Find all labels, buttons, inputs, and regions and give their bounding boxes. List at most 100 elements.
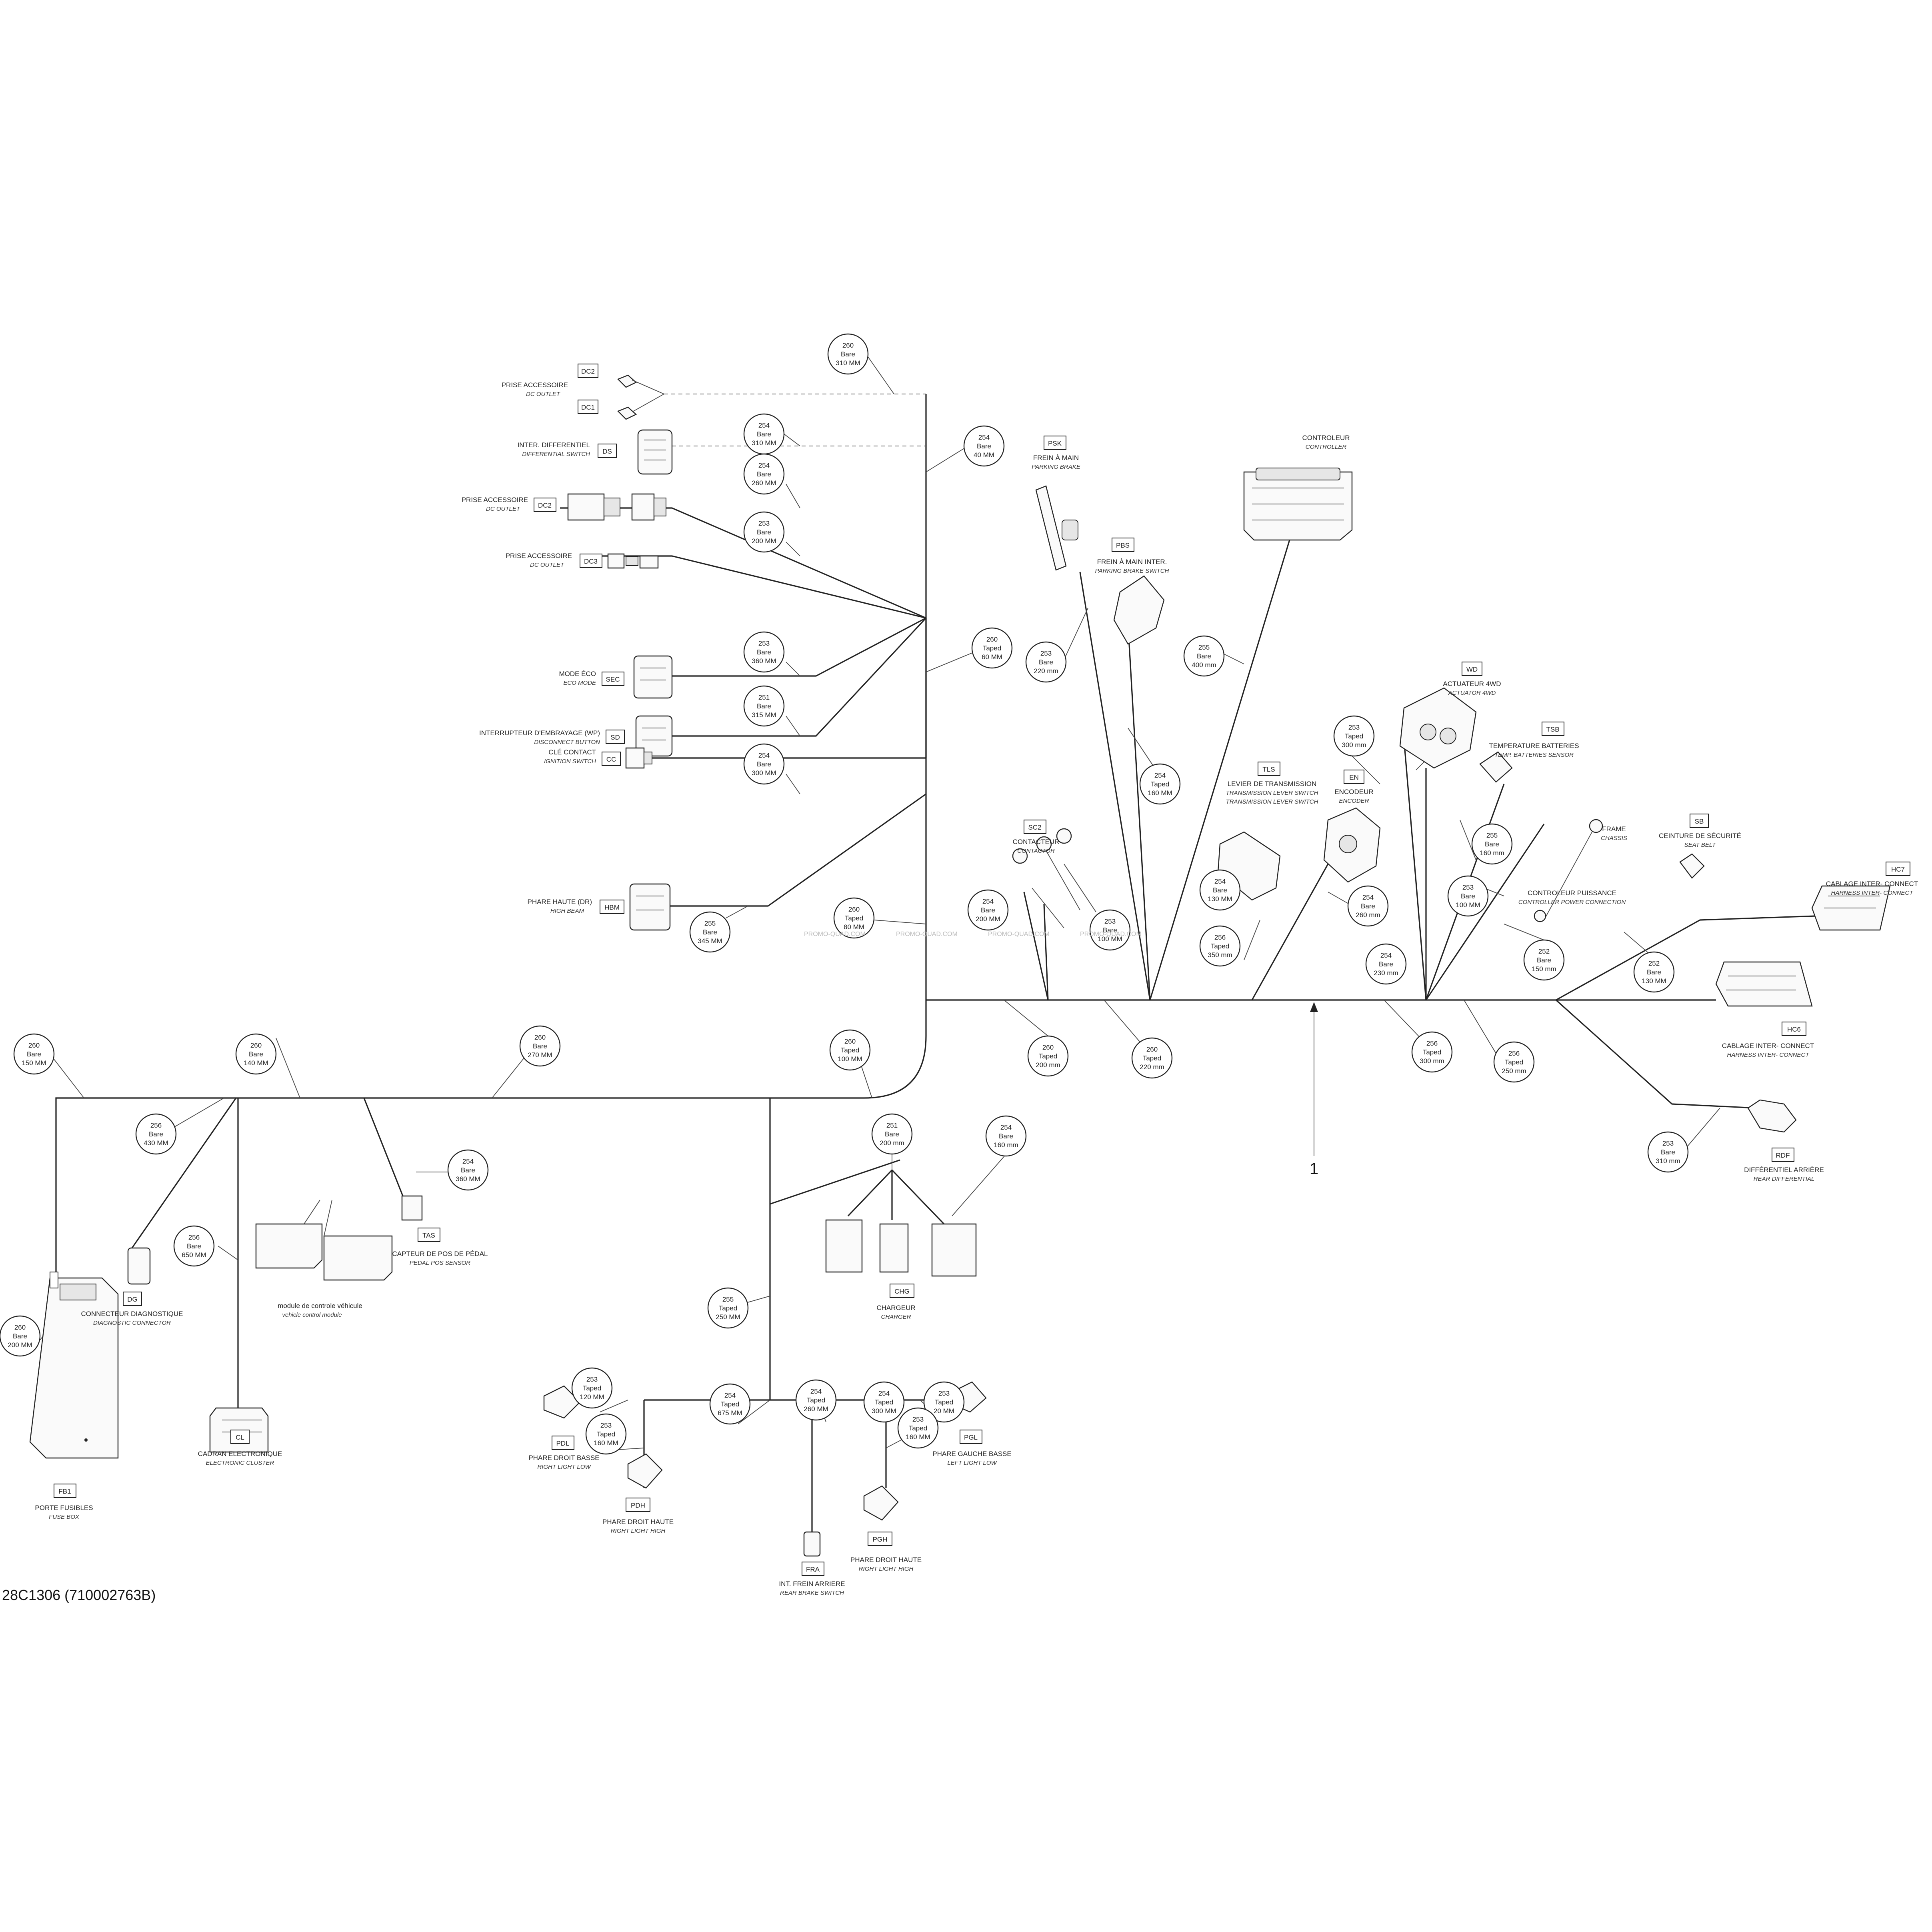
connector-code: SEC	[606, 676, 620, 683]
svg-text:Bare: Bare	[981, 906, 995, 914]
connector-label-fr: FREIN À MAIN INTER.	[1097, 558, 1167, 566]
svg-text:130 MM: 130 MM	[1642, 977, 1666, 985]
svg-text:220 mm: 220 mm	[1034, 667, 1058, 675]
svg-text:300 MM: 300 MM	[752, 769, 776, 777]
connector-code: DC2	[581, 368, 595, 375]
contactor-terminal-icon	[1056, 828, 1072, 844]
connector-code: DC1	[581, 404, 595, 411]
svg-text:254: 254	[1214, 878, 1226, 885]
callout-leaders	[36, 354, 1720, 1450]
controller-power-ring-icon	[1534, 910, 1546, 922]
svg-text:252: 252	[1648, 960, 1660, 967]
connector-code: TAS	[422, 1232, 435, 1239]
svg-text:260: 260	[986, 636, 998, 643]
svg-text:Bare: Bare	[27, 1050, 41, 1058]
connector-code: TSB	[1546, 726, 1559, 733]
svg-text:256: 256	[150, 1122, 162, 1129]
svg-text:Bare: Bare	[757, 470, 771, 478]
connector-label-en: CONTROLLER POWER CONNECTION	[1518, 899, 1626, 906]
svg-text:Taped: Taped	[841, 1046, 859, 1054]
svg-text:260: 260	[28, 1042, 40, 1049]
connector-label-en: HIGH BEAM	[550, 908, 584, 914]
svg-text:250 MM: 250 MM	[716, 1313, 740, 1321]
svg-text:Bare: Bare	[999, 1132, 1013, 1140]
connector-label-en: CONTROLLER	[1306, 444, 1347, 450]
connector-code: RDF	[1776, 1152, 1790, 1159]
svg-text:251: 251	[886, 1122, 898, 1129]
connector-code: FB1	[58, 1488, 71, 1495]
svg-text:253: 253	[1104, 918, 1116, 925]
connector-label-fr: PRISE ACCESSOIRE	[502, 381, 568, 389]
connector-label-fr: INT. FREIN ARRIERE	[779, 1580, 845, 1588]
vehicle-control-module-icon	[255, 1223, 323, 1269]
svg-text:254: 254	[978, 434, 990, 441]
frame-ground-ring-icon	[1589, 819, 1603, 833]
svg-text:80 MM: 80 MM	[844, 923, 864, 931]
connector-label-fr: CABLAGE INTER- CONNECT	[1722, 1042, 1814, 1050]
reference-arrow: 1	[1310, 1002, 1318, 1178]
differential-switch-connector-icon	[637, 429, 673, 475]
svg-text:Bare: Bare	[1213, 886, 1227, 894]
connector-label-en: FUSE BOX	[49, 1514, 80, 1520]
svg-text:Bare: Bare	[977, 442, 991, 450]
connector-labels: DC2 DC1 PRISE ACCESSOIRE DC OUTLET DS IN…	[35, 364, 1918, 1596]
connector-code: CL	[236, 1434, 244, 1441]
connector-code: PBS	[1116, 542, 1130, 549]
svg-text:Bare: Bare	[461, 1166, 475, 1174]
connector-label-en: RIGHT LIGHT HIGH	[611, 1528, 666, 1534]
pedal-pos-sensor-icon	[401, 1195, 423, 1221]
connector-label-fr: INTERRUPTEUR D'EMBRAYAGE (WP)	[479, 729, 600, 737]
connector-code: CHG	[894, 1288, 910, 1295]
svg-text:260 MM: 260 MM	[804, 1405, 828, 1413]
svg-text:256: 256	[1508, 1050, 1520, 1057]
svg-text:230 mm: 230 mm	[1374, 969, 1398, 977]
charger-connector-icon	[931, 1223, 977, 1277]
svg-text:260: 260	[250, 1042, 262, 1049]
svg-text:60 MM: 60 MM	[982, 653, 1002, 661]
svg-text:Bare: Bare	[1661, 1148, 1675, 1156]
svg-text:254: 254	[982, 898, 994, 905]
svg-text:256: 256	[188, 1234, 200, 1241]
svg-text:Taped: Taped	[935, 1398, 953, 1406]
svg-text:Bare: Bare	[1039, 658, 1053, 666]
svg-text:100 MM: 100 MM	[838, 1055, 862, 1063]
svg-text:260: 260	[844, 1038, 856, 1045]
svg-text:160 MM: 160 MM	[594, 1439, 618, 1447]
charger-connector-icon	[879, 1223, 909, 1273]
svg-text:253: 253	[600, 1422, 612, 1429]
connector-code: TLS	[1262, 766, 1275, 773]
svg-text:Taped: Taped	[1151, 780, 1169, 788]
parking-brake-cable-icon	[1035, 485, 1067, 571]
svg-text:160 MM: 160 MM	[1148, 789, 1172, 797]
actuator-4wd-icon	[1399, 687, 1477, 769]
connector-code: HC6	[1787, 1026, 1801, 1033]
dc-outlet-terminal-icon	[617, 374, 637, 388]
svg-text:252: 252	[1538, 948, 1550, 955]
seat-belt-connector-icon	[1679, 853, 1705, 879]
svg-text:Taped: Taped	[1211, 942, 1229, 950]
svg-text:253: 253	[938, 1390, 950, 1397]
svg-text:Bare: Bare	[757, 528, 771, 536]
connector-label-fr: LEVIER DE TRANSMISSION	[1228, 780, 1317, 788]
temp-battery-sensor-icon	[1479, 751, 1513, 783]
svg-text:254: 254	[1154, 772, 1166, 779]
svg-text:260: 260	[1042, 1044, 1054, 1051]
svg-text:253: 253	[586, 1376, 598, 1383]
svg-text:200 MM: 200 MM	[976, 915, 1000, 923]
svg-text:Taped: Taped	[1345, 732, 1363, 740]
